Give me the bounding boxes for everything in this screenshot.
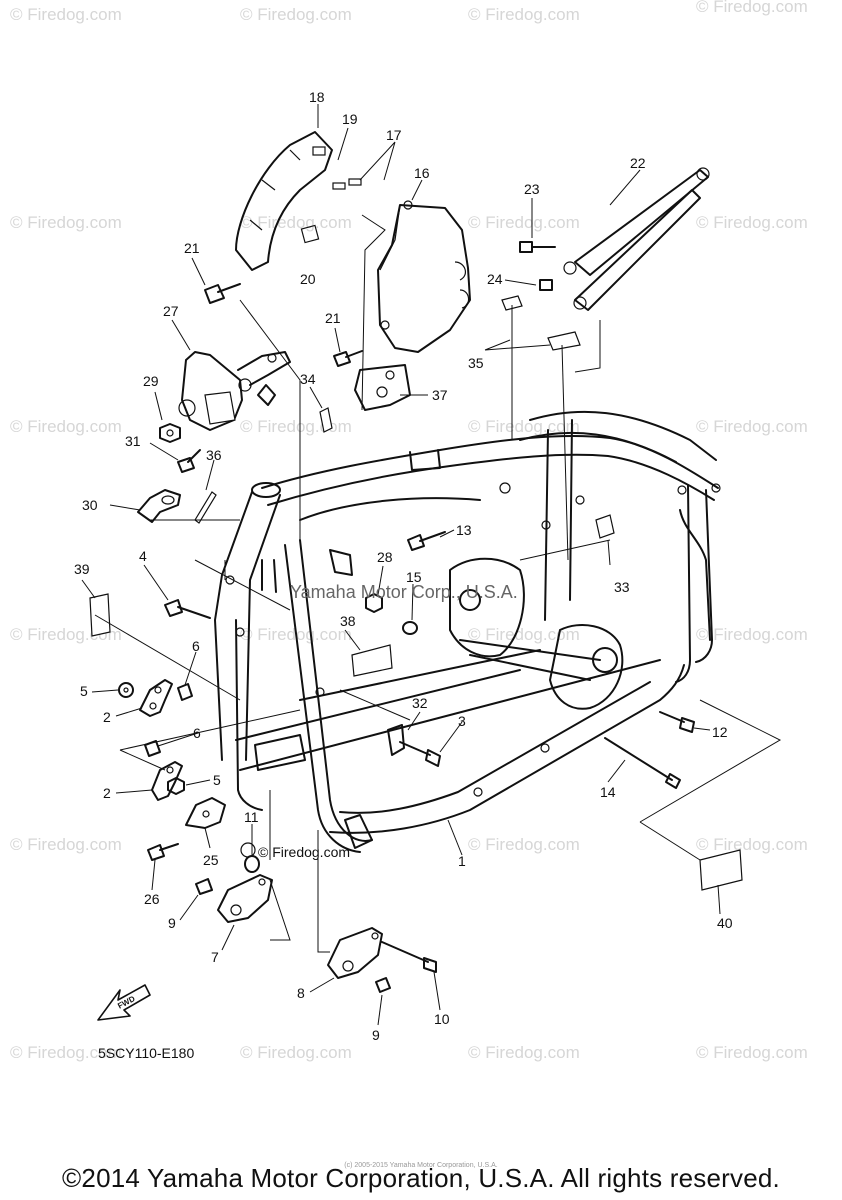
callout-39: 39: [74, 561, 90, 577]
callout-28: 28: [377, 549, 393, 565]
callout-21: 21: [325, 310, 341, 326]
callout-13: 13: [456, 522, 472, 538]
callout-5: 5: [80, 683, 88, 699]
callout-9: 9: [168, 915, 176, 931]
main-frame: [214, 410, 721, 853]
sub-footer: (c) 2005-2015 Yamaha Motor Corporation, …: [344, 1162, 498, 1169]
callout-33: 33: [614, 579, 630, 595]
watermark: © Firedog.com: [10, 835, 122, 854]
copyright-footer: ©2014 Yamaha Motor Corporation, U.S.A. A…: [62, 1163, 780, 1193]
callout-labels: 1 2 2 3 4 5 5 6 6 7 8 9 9 10 11 12 13 14…: [74, 89, 733, 1043]
callout-20: 20: [300, 271, 316, 287]
watermark: © Firedog.com: [468, 5, 580, 24]
watermark: © Firedog.com: [240, 1043, 352, 1062]
callout-3: 3: [458, 713, 466, 729]
callout-32: 32: [412, 695, 428, 711]
callout-22: 22: [630, 155, 646, 171]
callout-15: 15: [406, 569, 422, 585]
callout-40: 40: [717, 915, 733, 931]
callout-38: 38: [340, 613, 356, 629]
callout-2: 2: [103, 709, 111, 725]
callout-10: 10: [434, 1011, 450, 1027]
callout-21: 21: [184, 240, 200, 256]
watermark: © Firedog.com: [10, 5, 122, 24]
callout-2: 2: [103, 785, 111, 801]
watermark: © Firedog.com: [696, 835, 808, 854]
callout-4: 4: [139, 548, 147, 564]
watermark: © Firedog.com: [468, 417, 580, 436]
callout-14: 14: [600, 784, 616, 800]
callout-25: 25: [203, 852, 219, 868]
watermark: © Firedog.com: [10, 213, 122, 232]
reference-lines: [94, 214, 782, 953]
callout-9: 9: [372, 1027, 380, 1043]
callout-12: 12: [712, 724, 728, 740]
callout-6: 6: [193, 725, 201, 741]
callout-23: 23: [524, 181, 540, 197]
callout-29: 29: [143, 373, 159, 389]
inline-watermark: © Firedog.com: [240, 842, 350, 860]
watermark: © Firedog.com: [468, 1043, 580, 1062]
watermark: © Firedog.com: [10, 1043, 122, 1062]
watermark: © Firedog.com: [240, 213, 352, 232]
fwd-arrow-icon: FWD: [97, 984, 151, 1021]
callout-leaders: [81, 104, 721, 1026]
callout-17: 17: [386, 127, 402, 143]
callout-18: 18: [309, 89, 325, 105]
callout-16: 16: [414, 165, 430, 181]
overlay-watermark: Yamaha Motor Corp., U.S.A.: [290, 582, 518, 602]
watermark: © Firedog.com: [240, 5, 352, 24]
callout-36: 36: [206, 447, 222, 463]
watermark: © Firedog.com: [10, 417, 122, 436]
callout-8: 8: [297, 985, 305, 1001]
watermark: © Firedog.com: [468, 835, 580, 854]
callout-11: 11: [244, 809, 259, 825]
callout-6: 6: [192, 638, 200, 654]
watermark: © Firedog.com: [696, 213, 808, 232]
watermark: © Firedog.com: [696, 1043, 808, 1062]
callout-26: 26: [144, 891, 160, 907]
watermark: © Firedog.com: [696, 0, 808, 16]
upper-components: [137, 131, 710, 635]
callout-27: 27: [163, 303, 179, 319]
watermark: © Firedog.com: [696, 625, 808, 644]
watermark-grid: © Firedog.com © Firedog.com © Firedog.co…: [10, 0, 808, 1062]
callout-19: 19: [342, 111, 358, 127]
callout-30: 30: [82, 497, 98, 513]
watermark: © Firedog.com: [468, 625, 580, 644]
watermark: © Firedog.com: [696, 417, 808, 436]
callout-31: 31: [125, 433, 141, 449]
callout-24: 24: [487, 271, 503, 287]
svg-text:© Firedog.com: © Firedog.com: [258, 844, 350, 860]
diagram-code: 5SCY110-E180: [98, 1045, 194, 1061]
watermark: © Firedog.com: [240, 417, 352, 436]
callout-1: 1: [458, 853, 466, 869]
callout-34: 34: [300, 371, 316, 387]
watermark: © Firedog.com: [468, 213, 580, 232]
callout-5: 5: [213, 772, 221, 788]
callout-7: 7: [211, 949, 219, 965]
callout-37: 37: [432, 387, 448, 403]
lower-components: [89, 593, 743, 993]
callout-35: 35: [468, 355, 484, 371]
